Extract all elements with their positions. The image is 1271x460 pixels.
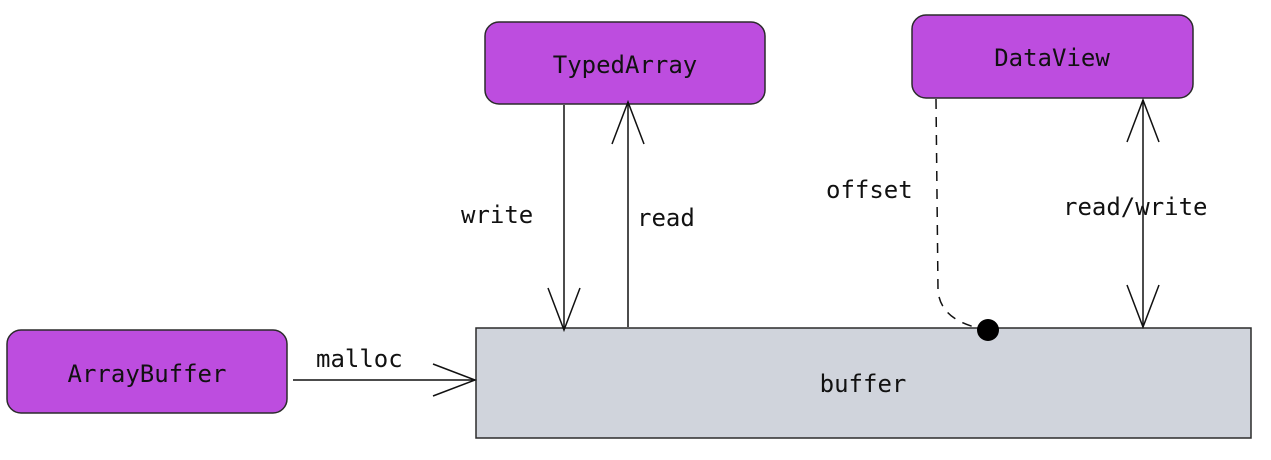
malloc-label: malloc — [316, 345, 403, 373]
offset-edge: offset — [826, 98, 999, 341]
read-edge: read — [611, 99, 695, 327]
malloc-arrowhead — [432, 363, 478, 397]
arraybuffer-rect — [6, 329, 288, 414]
malloc-edge: malloc — [293, 345, 478, 397]
typedarray-rect — [484, 21, 766, 105]
readwrite-edge: read/write — [1063, 97, 1208, 330]
offset-point-marker — [977, 319, 999, 341]
buffer-rect — [475, 327, 1252, 439]
typedarray-label: TypedArray — [553, 51, 698, 79]
arraybuffer-node: ArrayBuffer — [6, 329, 288, 414]
read-label: read — [637, 204, 695, 232]
typedarray-node: TypedArray — [484, 21, 766, 105]
dataview-rect — [911, 14, 1194, 99]
offset-line — [935, 98, 989, 331]
offset-label: offset — [826, 176, 913, 204]
read-arrowhead — [611, 99, 645, 145]
buffer-label: buffer — [820, 370, 907, 398]
readwrite-arrowhead-down — [1126, 284, 1160, 330]
readwrite-arrowhead-up — [1126, 97, 1160, 143]
dataview-label: DataView — [994, 44, 1110, 72]
write-arrowhead — [547, 287, 581, 333]
arraybuffer-label: ArrayBuffer — [68, 360, 227, 388]
dataview-node: DataView — [911, 14, 1194, 99]
buffer-node: buffer — [475, 327, 1252, 439]
readwrite-label: read/write — [1063, 193, 1208, 221]
write-label: write — [461, 201, 533, 229]
write-edge: write — [461, 105, 581, 333]
